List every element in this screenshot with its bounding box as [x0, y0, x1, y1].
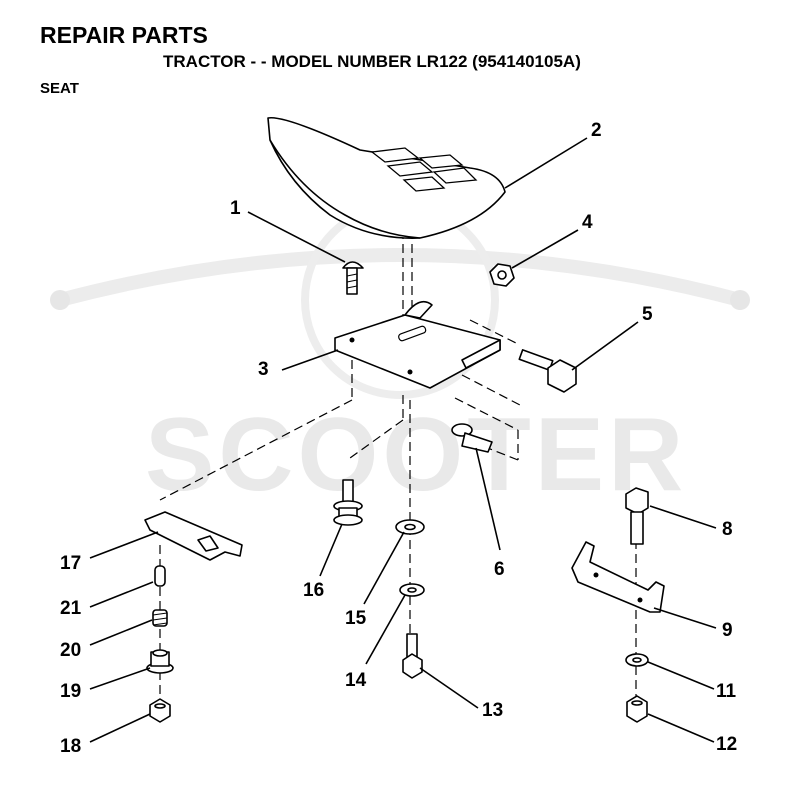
- spring-part: [152, 609, 168, 627]
- page-title: REPAIR PARTS: [40, 22, 208, 48]
- lock-washer-14-part: [399, 583, 425, 597]
- carriage-bolt-part: [342, 261, 364, 295]
- callout-11: 11: [716, 681, 737, 702]
- callout-1: 1: [230, 198, 241, 219]
- page-subtitle: TRACTOR - - MODEL NUMBER LR122 (95414010…: [163, 52, 581, 71]
- callout-13: 13: [482, 700, 503, 721]
- callout-12: 12: [716, 734, 737, 755]
- callout-9: 9: [722, 620, 733, 641]
- callout-3: 3: [258, 359, 269, 380]
- washer-11-part: [625, 653, 649, 667]
- slide-plate-part: [144, 511, 243, 561]
- callout-6: 6: [494, 559, 505, 580]
- nut-part: [489, 263, 515, 287]
- callout-19: 19: [60, 681, 81, 702]
- callout-5: 5: [642, 304, 653, 325]
- clip-part: [451, 423, 493, 453]
- hex-bolt-8-part: [625, 487, 649, 545]
- callout-15: 15: [345, 608, 367, 629]
- pin-part: [154, 565, 166, 587]
- watermark: SCOOTER: [50, 201, 750, 513]
- section-label: SEAT: [40, 80, 79, 97]
- shoulder-bolt-part: [518, 349, 577, 393]
- callout-21: 21: [60, 598, 82, 619]
- flange-bolt-part: [333, 479, 363, 526]
- washer-15-part: [395, 519, 425, 535]
- seat-plate-part: [334, 300, 501, 389]
- callout-18: 18: [60, 736, 81, 757]
- leader-lines: [89, 137, 717, 743]
- callout-14: 14: [345, 670, 367, 691]
- seat-part: [267, 116, 506, 239]
- callout-8: 8: [722, 519, 733, 540]
- bracket-part: [571, 541, 665, 613]
- callout-17: 17: [60, 553, 81, 574]
- callout-4: 4: [582, 212, 593, 233]
- callout-2: 2: [591, 120, 602, 141]
- callout-16: 16: [303, 580, 324, 601]
- callouts: 1 2 3 4 5 6 8 9 11 12 13 14 15 16 17 18 …: [60, 120, 737, 757]
- lock-nut-12-part: [626, 695, 648, 723]
- flange-nut-19-part: [146, 649, 174, 674]
- watermark-text: SCOOTER: [145, 397, 687, 513]
- hex-bolt-13-part: [402, 633, 423, 679]
- callout-20: 20: [60, 640, 81, 661]
- hex-nut-18-part: [149, 698, 171, 723]
